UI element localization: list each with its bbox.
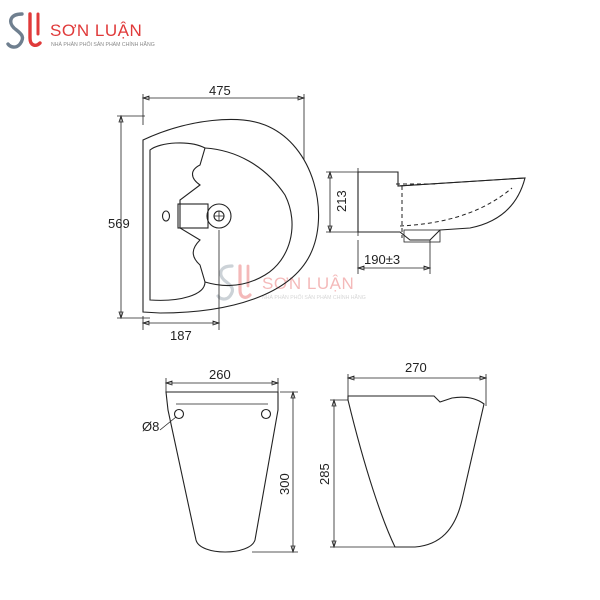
- brand-tagline: NHÀ PHÂN PHỐI SẢN PHẨM CHÍNH HÃNG: [51, 41, 155, 48]
- watermark-mark-icon: [216, 264, 252, 301]
- brand-mark-icon: [6, 12, 42, 49]
- watermark-name: SƠN LUẬN: [262, 274, 354, 293]
- basin-top-view: 475 569 187: [108, 83, 320, 343]
- brand-name: SƠN LUẬN: [50, 21, 142, 40]
- watermark: SƠN LUẬN NHÀ PHÂN PHỐI SẢN PHẨM CHÍNH HÃ…: [216, 264, 366, 301]
- dim-pedestal-side-height: 285: [317, 463, 332, 485]
- dim-pedestal-front-height: 300: [277, 473, 292, 495]
- pedestal-side-view: 270 285: [317, 360, 488, 549]
- dim-top-width: 475: [209, 83, 231, 98]
- dim-pedestal-front-width: 260: [209, 367, 231, 382]
- pedestal-front-view: 260 Ø8 300: [142, 367, 298, 554]
- dim-pedestal-hole: Ø8: [142, 419, 159, 434]
- brand-logo: SƠN LUẬN NHÀ PHÂN PHỐI SẢN PHẨM CHÍNH HÃ…: [6, 12, 155, 49]
- dim-side-height: 213: [334, 190, 349, 212]
- dim-pedestal-side-width: 270: [405, 360, 427, 375]
- mounting-hole-right: [260, 408, 272, 420]
- dim-side-depth: 190±3: [364, 252, 400, 267]
- watermark-tagline: NHÀ PHÂN PHỐI SẢN PHẨM CHÍNH HÃNG: [262, 294, 366, 301]
- dim-top-offset: 187: [170, 328, 192, 343]
- mounting-hole-left: [173, 408, 185, 420]
- basin-side-view: 213 190±3: [326, 168, 526, 274]
- dim-top-height: 569: [108, 216, 130, 231]
